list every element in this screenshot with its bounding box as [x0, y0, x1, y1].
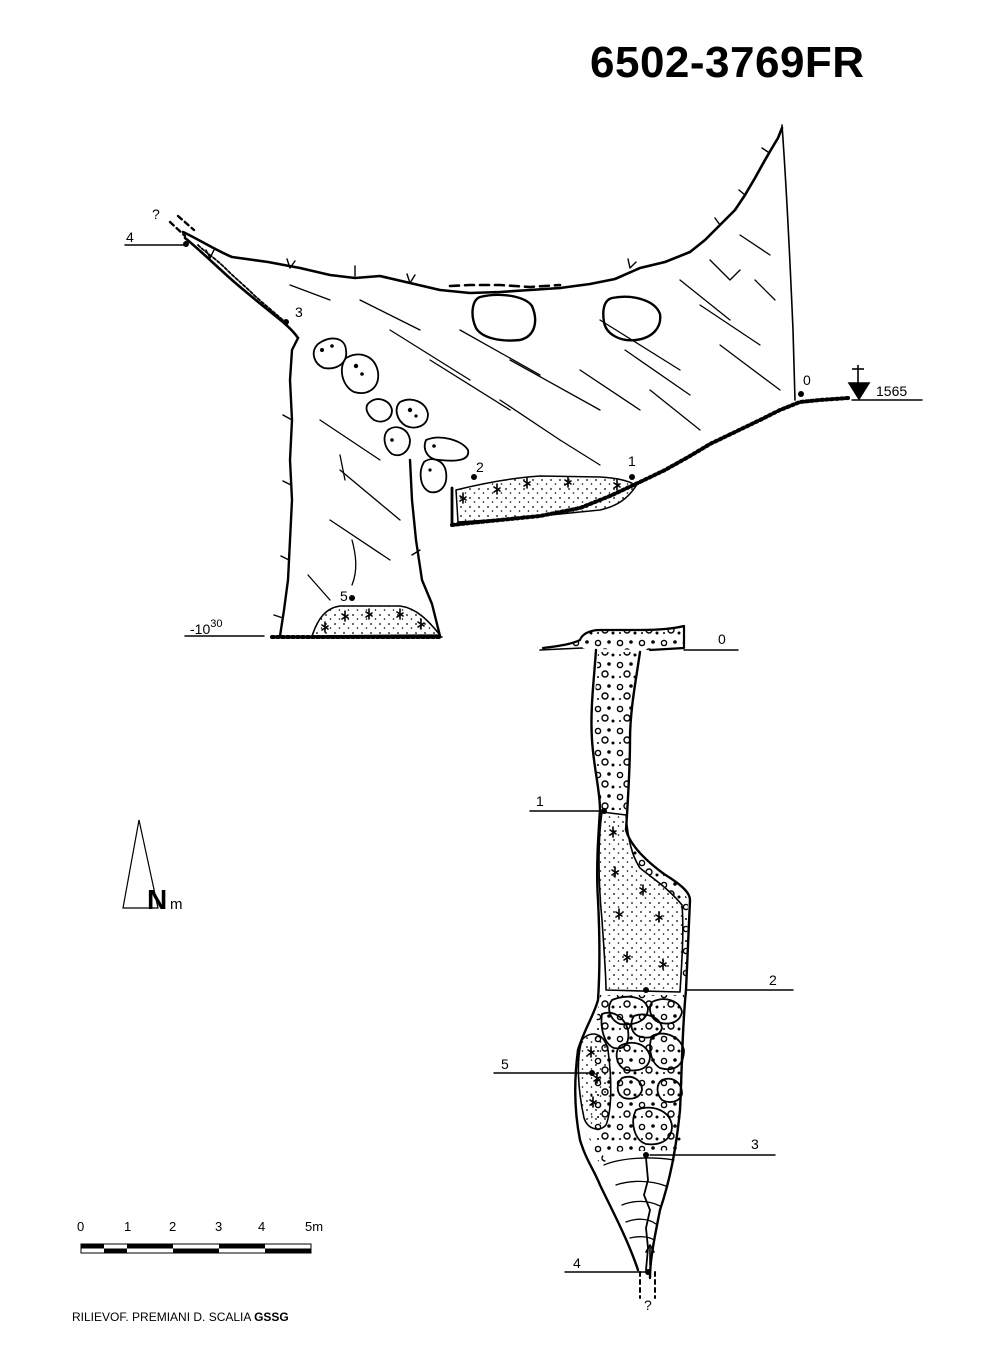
plan-view: [493, 624, 794, 1299]
section-station-0-label: 0: [803, 372, 811, 388]
plan-station-4-label: 4: [573, 1255, 581, 1271]
credit-authors: RILIEVOF. PREMIANI D. SCALIA: [72, 1310, 251, 1324]
plan-station-5-label: 5: [501, 1056, 509, 1072]
section-station-1-label: 1: [628, 453, 636, 469]
plan-station-0-label: 0: [718, 631, 726, 647]
section-station-4-label: 4: [126, 229, 134, 245]
north-arrow-icon: N m: [122, 819, 183, 915]
plan-station-dots: [589, 808, 651, 1275]
cave-id-title: 6502-3769FR: [590, 38, 865, 87]
survey-credit: RILIEVOF. PREMIANI D. SCALIA GSSG: [72, 1310, 289, 1324]
north-subscript: m: [170, 896, 183, 913]
section-station-2-label: 2: [476, 459, 484, 475]
north-letter: N: [147, 884, 167, 915]
scale-bar: 0 1 2 3 4 5m: [77, 1219, 323, 1254]
section-station-5-label: 5: [340, 588, 348, 604]
scale-tick-4: 4: [258, 1219, 265, 1234]
section-unknown-marker: ?: [152, 206, 160, 222]
scale-tick-3: 3: [215, 1219, 222, 1234]
elevation-marker-icon: [847, 365, 871, 401]
section-station-3-label: 3: [295, 304, 303, 320]
entrance-elevation-label: 1565: [876, 383, 907, 399]
scale-tick-1: 1: [124, 1219, 131, 1234]
plan-station-3-label: 3: [751, 1136, 759, 1152]
section-station-dots: [183, 241, 804, 601]
section-view: [124, 124, 923, 639]
scale-tick-0: 0: [77, 1219, 84, 1234]
depth-label: -1030: [190, 618, 222, 637]
plan-unknown-marker: ?: [644, 1297, 652, 1313]
credit-group: GSSG: [254, 1310, 289, 1324]
scale-tick-5: 5m: [305, 1219, 323, 1234]
scale-tick-2: 2: [169, 1219, 176, 1234]
plan-station-2-label: 2: [769, 972, 777, 988]
plan-station-1-label: 1: [536, 793, 544, 809]
